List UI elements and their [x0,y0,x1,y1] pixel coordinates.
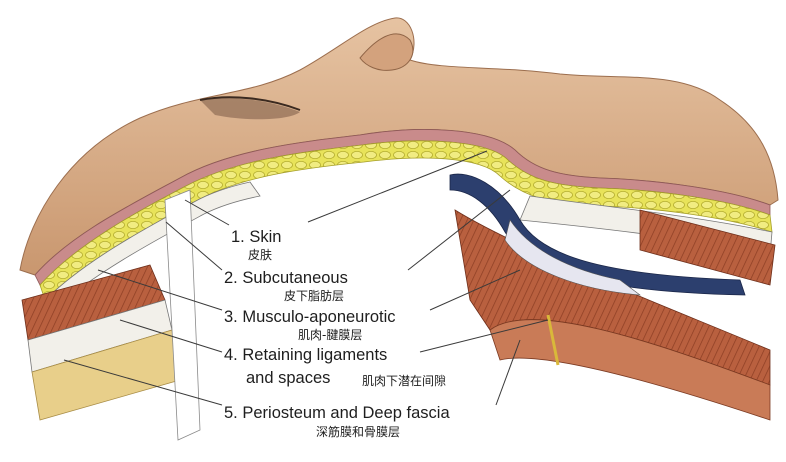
svg-text:4. Retaining ligaments: 4. Retaining ligaments [224,346,387,364]
retaining-ligament-marker [546,314,560,366]
label-periosteum-en: Periosteum and Deep fascia [242,404,450,422]
label-retaining-number: 4. [224,346,238,364]
svg-text:1. Skin: 1. Skin [231,228,281,246]
label-skin-zh: 皮肤 [248,247,272,262]
label-skin: 1. Skin 皮肤 [231,228,281,262]
svg-text:5. Periosteum and Deep fascia: 5. Periosteum and Deep fascia [224,404,450,422]
label-smas-zh: 肌肉-腱膜层 [298,328,362,342]
label-subcutaneous-en: Subcutaneous [242,269,348,287]
label-subcutaneous: 2. Subcutaneous 皮下脂肪层 [224,269,348,303]
ligament-space [504,219,642,296]
svg-text:3. Musculo-aponeurotic: 3. Musculo-aponeurotic [224,308,396,326]
label-retaining-zh: 肌肉下潜在间隙 [362,374,446,388]
cut-face [164,189,201,441]
label-skin-number: 1. [231,228,245,246]
bone-block-right [489,319,771,421]
label-skin-en: Skin [249,228,281,246]
label-subcutaneous-zh: 皮下脂肪层 [284,288,344,303]
eye-shape [200,98,300,120]
label-subcutaneous-number: 2. [224,269,238,287]
label-smas-en: Musculo-aponeurotic [242,308,395,326]
label-periosteum-number: 5. [224,404,238,422]
label-smas-number: 3. [224,308,238,326]
label-smas: 3. Musculo-aponeurotic 肌肉-腱膜层 [224,308,396,342]
label-retaining: 4. Retaining ligaments and spaces 肌肉下潜在间… [224,346,446,388]
muscle-block-right [639,209,776,286]
smas-fascia-left [44,181,261,313]
nose-shape [359,33,414,71]
svg-text:2. Subcutaneous: 2. Subcutaneous [224,269,348,287]
label-periosteum: 5. Periosteum and Deep fascia 深筋膜和骨膜层 [224,404,450,439]
label-retaining-en: Retaining ligaments [242,346,387,364]
label-periosteum-zh: 深筋膜和骨膜层 [316,424,400,439]
leader-lines [63,150,549,406]
label-retaining-en-line2: and spaces [246,369,330,387]
